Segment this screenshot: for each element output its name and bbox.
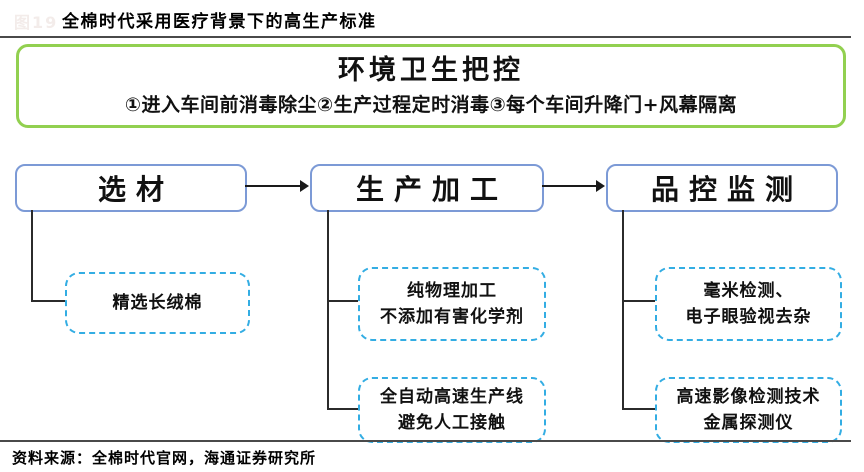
detail-line: 金属探测仪 xyxy=(703,413,794,433)
connector-vertical-1 xyxy=(31,210,33,302)
source-attribution: 资料来源：全棉时代官网，海通证券研究所 xyxy=(12,449,317,467)
connector-branch-3b xyxy=(622,408,655,410)
stage-box-material-selection: 选材 xyxy=(15,164,247,212)
connector-branch-1a xyxy=(31,300,65,302)
detail-box-physical-processing: 纯物理加工 不添加有害化学剂 xyxy=(358,267,546,341)
env-hygiene-title: 环境卫生把控 xyxy=(338,55,524,87)
connector-vertical-3 xyxy=(622,210,624,410)
title-divider xyxy=(0,36,851,38)
detail-line: 精选长绒棉 xyxy=(112,292,203,313)
detail-box-imaging-detection: 高速影像检测技术 金属探测仪 xyxy=(655,377,842,443)
connector-branch-2a xyxy=(327,300,358,302)
detail-line: 不添加有害化学剂 xyxy=(380,307,524,327)
detail-line: 纯物理加工 xyxy=(407,280,497,301)
figure-title: 全棉时代采用医疗背景下的高生产标准 xyxy=(62,12,377,32)
connector-vertical-2 xyxy=(327,210,329,410)
arrow-head-icon xyxy=(596,180,605,192)
detail-line: 高速影像检测技术 xyxy=(676,386,821,407)
detail-line: 全自动高速生产线 xyxy=(380,386,524,407)
detail-line: 毫米检测、 xyxy=(703,280,794,301)
arrow-line-1 xyxy=(245,185,301,187)
connector-branch-2b xyxy=(327,408,358,410)
detail-line: 避免人工接触 xyxy=(398,413,506,433)
detail-line: 电子眼验视去杂 xyxy=(685,307,812,327)
detail-box-cotton-selection: 精选长绒棉 xyxy=(65,272,250,334)
stage-box-quality-control: 品控监测 xyxy=(606,164,838,212)
footer-divider xyxy=(0,440,851,442)
connector-branch-3a xyxy=(622,300,655,302)
arrow-head-icon xyxy=(300,180,309,192)
detail-box-automated-line: 全自动高速生产线 避免人工接触 xyxy=(358,377,546,443)
figure-number-ghost: 图19 xyxy=(14,13,59,32)
stage-box-production: 生产加工 xyxy=(310,164,544,212)
arrow-line-2 xyxy=(542,185,597,187)
env-hygiene-measures: ①进入车间前消毒除尘②生产过程定时消毒③每个车间升降门+风幕隔离 xyxy=(124,93,738,116)
env-hygiene-box: 环境卫生把控 ①进入车间前消毒除尘②生产过程定时消毒③每个车间升降门+风幕隔离 xyxy=(16,44,846,128)
detail-box-mm-inspection: 毫米检测、 电子眼验视去杂 xyxy=(655,267,842,341)
